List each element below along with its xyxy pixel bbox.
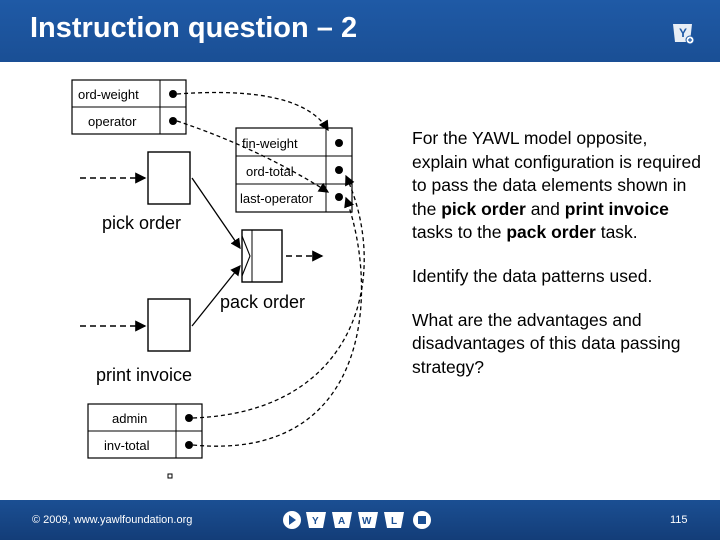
title-bar: Instruction question – 2 Y	[0, 0, 720, 62]
pack-order-variables: fin-weight ord-total last-operator	[235, 127, 353, 213]
var-ord-weight: ord-weight	[78, 87, 139, 102]
nav-letter-y[interactable]: Y	[306, 512, 326, 528]
slide-title: Instruction question – 2	[30, 12, 358, 44]
data-flow-arrows	[176, 91, 365, 447]
var-last-operator: last-operator	[240, 191, 314, 206]
task-pack-order: pack order	[220, 229, 324, 312]
svg-text:Y: Y	[679, 26, 687, 40]
footer-bar: © 2009, www.yawlfoundation.org Y A W L 1…	[0, 500, 720, 540]
var-inv-total: inv-total	[104, 438, 150, 453]
svg-text:W: W	[362, 516, 372, 527]
yawl-navigation-bar: Y A W L	[283, 511, 431, 529]
question-text: For the YAWL model opposite, explain wha…	[412, 127, 707, 399]
nav-letter-w[interactable]: W	[358, 512, 378, 528]
print-invoice-variables: admin inv-total	[87, 403, 203, 479]
label-print-invoice: print invoice	[96, 365, 192, 385]
play-button[interactable]	[283, 511, 301, 529]
yawl-diagram: ord-weight operator pick order fin-weigh…	[71, 79, 365, 479]
var-fin-weight: fin-weight	[242, 136, 298, 151]
task-pick-order: pick order	[80, 151, 191, 233]
copyright-text: © 2009, www.yawlfoundation.org	[32, 514, 193, 526]
var-operator: operator	[88, 114, 137, 129]
page-number: 115	[670, 514, 688, 526]
label-pick-order: pick order	[102, 213, 181, 233]
nav-letter-a[interactable]: A	[332, 512, 352, 528]
svg-text:L: L	[391, 516, 397, 527]
svg-text:A: A	[338, 516, 345, 527]
label-pack-order: pack order	[220, 292, 305, 312]
pick-order-variables: ord-weight operator	[71, 79, 187, 135]
svg-text:Y: Y	[312, 516, 319, 527]
yawl-logo-icon: Y	[673, 24, 695, 45]
stop-button[interactable]	[413, 511, 431, 529]
question-paragraph-1: For the YAWL model opposite, explain wha…	[412, 128, 701, 243]
question-paragraph-3: What are the advantages and disadvantage…	[412, 309, 681, 377]
question-paragraph-2: Identify the data patterns used.	[412, 265, 653, 286]
var-ord-total: ord-total	[246, 164, 294, 179]
var-admin: admin	[112, 411, 147, 426]
task-print-invoice: print invoice	[80, 298, 192, 385]
nav-letter-l[interactable]: L	[384, 512, 404, 528]
